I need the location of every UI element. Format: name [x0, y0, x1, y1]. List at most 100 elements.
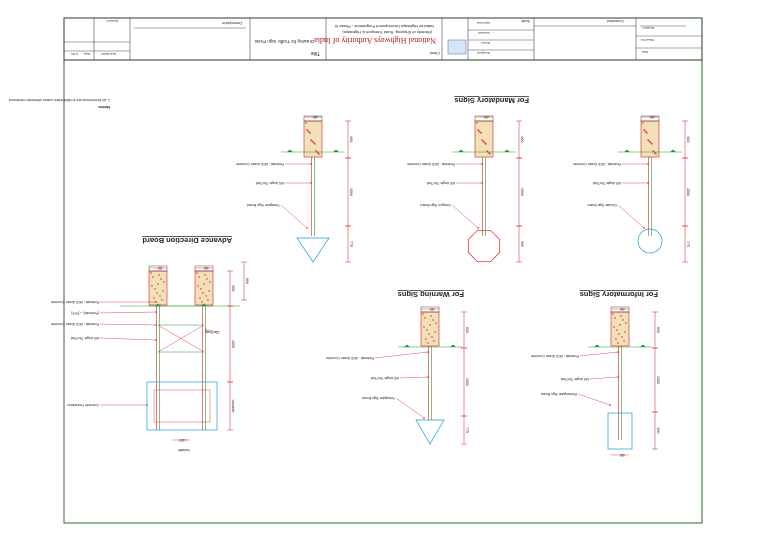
notes-heading: Notes: [98, 105, 110, 110]
label-pedestal: Pedestal - M15 Grade Concrete [531, 354, 579, 358]
heading-mandatory: For Mandatory Signs [454, 96, 529, 105]
drawn-label: Drawn [481, 41, 490, 45]
label-pedestal-2: Pedestal - M15 Grade Concrete [51, 322, 99, 326]
concrete-aggregate [150, 272, 152, 274]
concrete-aggregate [650, 142, 652, 144]
dimension-label: 1500 [349, 188, 353, 196]
concrete-aggregate [618, 333, 620, 335]
concrete-aggregate [645, 131, 647, 133]
triangular-sign-board [415, 419, 445, 445]
label-sign-board: Rectangular Sign Board [541, 392, 577, 396]
ground-marker [287, 149, 339, 152]
rev-desc-label: Description [101, 52, 116, 56]
scale-value: - [492, 31, 494, 36]
concrete-aggregate [308, 131, 310, 133]
leader-line [617, 204, 645, 229]
label-ms-angle: MS Angle 75x75x6 [71, 336, 99, 340]
label-ms-angle: MS Angle 75x75x6 [561, 377, 589, 381]
dimension-label: 600 [465, 327, 469, 333]
concrete-aggregate [613, 326, 615, 328]
concrete-aggregate [208, 290, 210, 292]
concrete-aggregate [480, 132, 482, 134]
label-sign-board: Triangular Sign Board [362, 396, 395, 400]
ministry-name: (Ministry of Shipping, Road Transport & … [342, 30, 432, 35]
label-tie-rods: Tie Rods [205, 330, 219, 334]
concrete-aggregate [207, 299, 209, 301]
concrete-aggregate [435, 322, 437, 324]
leader-dot [427, 376, 429, 378]
concrete-aggregate [625, 322, 627, 324]
concrete-aggregate [312, 141, 314, 143]
ground-marker [404, 344, 456, 347]
concrete-aggregate [163, 281, 165, 283]
concrete-aggregate [196, 272, 198, 274]
dimension-label: 775 [465, 427, 469, 433]
leader-dot [481, 182, 483, 184]
concrete-aggregate [652, 150, 654, 152]
dimension-label: 1500 [520, 188, 524, 196]
dimension-label: 450 [312, 115, 318, 119]
concrete-aggregate [209, 281, 211, 283]
dimension-label: 600 [656, 428, 660, 434]
concrete-aggregate [488, 152, 490, 154]
concrete-aggregate [484, 142, 486, 144]
concrete-aggregate [426, 329, 428, 331]
leader-line [374, 351, 429, 359]
dimension-label: 450 [429, 307, 435, 311]
concrete-aggregate [643, 129, 645, 131]
octagon-sign-board [467, 229, 501, 263]
concrete-aggregate [624, 331, 626, 333]
concrete-aggregate [200, 288, 202, 290]
concrete-aggregate [648, 140, 650, 142]
concrete-aggregate [205, 295, 207, 297]
dimension-label: 600 [520, 137, 524, 143]
cross-bracing [157, 324, 205, 353]
label-pedestal: Pedestal - M15 Grade Concrete [236, 162, 284, 166]
concrete-aggregate [620, 315, 622, 317]
dimension-label-variable: Variable [178, 448, 190, 452]
heading-informatory: For Informatory Signs [580, 290, 658, 299]
dimension-label: Variable [231, 400, 235, 413]
concrete-aggregate [647, 139, 649, 141]
direction-board-inner [153, 389, 211, 423]
leader-dot [310, 163, 312, 165]
project-name: National Highways Development Programme … [335, 24, 434, 29]
circular-sign-board [637, 228, 663, 254]
leader-dot [617, 376, 619, 378]
ground-marker [594, 344, 646, 347]
concrete-aggregate [616, 329, 618, 331]
concrete-aggregate [314, 143, 316, 145]
concrete-aggregate [644, 130, 646, 132]
direction-board [146, 381, 218, 431]
label-pedestal: Pedestal - M15 Grade Concrete [407, 162, 455, 166]
leader-dot [481, 163, 483, 165]
concrete-aggregate [197, 285, 199, 287]
concrete-aggregate [151, 285, 153, 287]
concrete-aggregate [311, 140, 313, 142]
concrete-aggregate [479, 131, 481, 133]
heading-advance: Advance Direction Board [142, 236, 232, 245]
leader-dot [205, 329, 207, 331]
concrete-aggregate [315, 150, 317, 152]
leader-dot [155, 324, 157, 326]
dimension-label: 600 [349, 137, 353, 143]
concrete-aggregate [159, 295, 161, 297]
concrete-aggregate [430, 315, 432, 317]
concrete-aggregate [198, 276, 200, 278]
notes: Notes: 1. All Dimensions are in Millimet… [9, 98, 110, 110]
leader-line [579, 351, 619, 357]
pedestal-block [640, 120, 660, 158]
label-ms-angle: MS Angle 75x75x6 [593, 181, 621, 185]
leader-dot [609, 404, 611, 406]
dimension-label: 450 [619, 307, 625, 311]
label-sign-board: Circular Sign Board [587, 203, 617, 207]
concrete-aggregate [152, 276, 154, 278]
pedestal-cap [420, 306, 440, 313]
concrete-aggregate [158, 274, 160, 276]
pedestal-cap [148, 265, 168, 272]
